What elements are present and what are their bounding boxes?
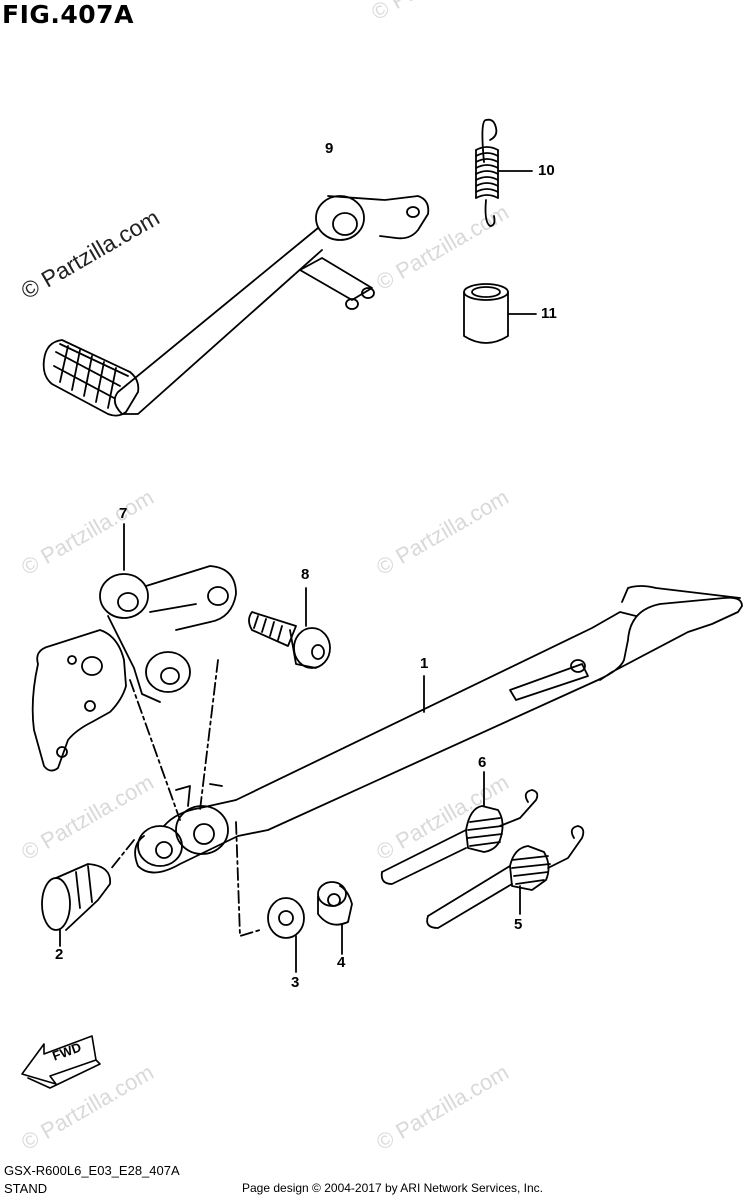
spring-part-6 xyxy=(380,771,539,885)
bushing-part-11 xyxy=(463,283,537,344)
side-stand-part-1 xyxy=(134,585,743,874)
pivot-bolt-part-2 xyxy=(41,863,111,947)
spring-part-5 xyxy=(426,825,585,929)
spring-part-10 xyxy=(475,118,533,227)
callout-11: 11 xyxy=(541,305,557,322)
callout-7: 7 xyxy=(119,505,128,522)
bracket-part-7 xyxy=(31,523,237,772)
callout-3: 3 xyxy=(291,974,300,991)
washer-part-3 xyxy=(267,897,305,973)
callout-2: 2 xyxy=(55,946,64,963)
nut-part-4 xyxy=(317,881,353,955)
callout-6: 6 xyxy=(478,754,487,771)
callout-9: 9 xyxy=(325,140,334,157)
callout-4: 4 xyxy=(337,954,346,971)
figure-code: GSX-R600L6_E03_E28_407A xyxy=(4,1163,180,1178)
callout-8: 8 xyxy=(301,566,310,583)
figure-title: FIG.407A xyxy=(2,0,134,29)
pedal-lever-part-9 xyxy=(42,195,430,417)
alignment-lines xyxy=(109,659,261,937)
callout-1: 1 xyxy=(420,655,429,672)
bolt-part-8 xyxy=(248,587,331,669)
page-design-credit: Page design © 2004-2017 by ARI Network S… xyxy=(242,1181,544,1195)
figure-name: STAND xyxy=(4,1181,48,1196)
callout-10: 10 xyxy=(538,162,555,179)
callout-5: 5 xyxy=(514,916,523,933)
fwd-arrow-icon xyxy=(21,1035,101,1089)
